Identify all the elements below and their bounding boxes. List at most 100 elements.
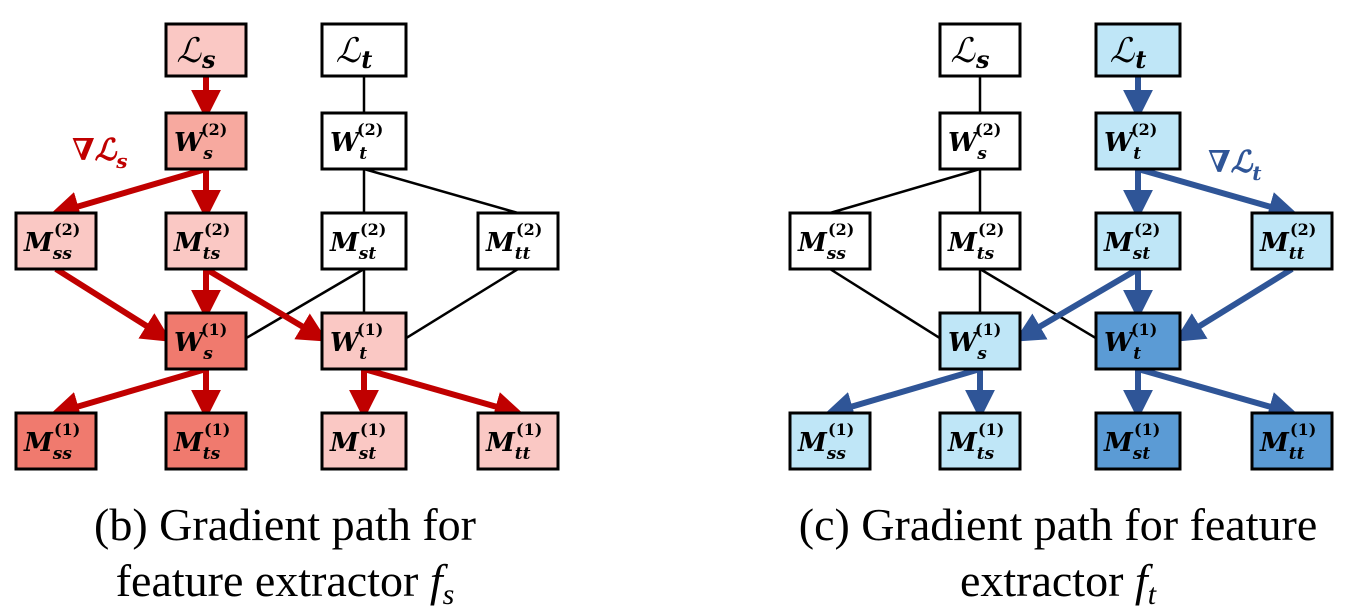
node-label: ℒs (950, 31, 990, 74)
node-label: Ws (948, 328, 987, 364)
node-box (1094, 22, 1182, 78)
node-label: Mtt (1259, 228, 1305, 264)
node-label: ℒs (176, 31, 216, 74)
node-superscript: (2) (360, 220, 386, 239)
node-label: Mtt (485, 228, 531, 264)
node-superscript: (1) (201, 320, 227, 339)
node-box (164, 311, 248, 371)
node-superscript: (1) (978, 420, 1004, 439)
node-label: Mts (173, 228, 221, 264)
node-w1-t: Wt(1) (1094, 311, 1182, 371)
node-superscript: (1) (357, 320, 383, 339)
node-superscript: (2) (204, 220, 230, 239)
node-box (938, 22, 1022, 78)
node-m2-ss: Mss(2) (788, 211, 872, 271)
node-superscript: (2) (516, 220, 542, 239)
node-superscript: (2) (978, 220, 1004, 239)
gradient-arrow-m2_ts-to-w1_t (204, 266, 328, 342)
node-box (164, 211, 248, 271)
node-box (320, 111, 408, 171)
node-m1-tt: Mtt(1) (1250, 411, 1334, 471)
node-box (164, 111, 248, 171)
node-label: Mts (947, 428, 995, 464)
node-label: Mst (329, 428, 376, 464)
node-box (1094, 111, 1182, 171)
gradient-arrow-w2_t-to-m2_tt (1137, 166, 1299, 222)
node-label: Mtt (485, 428, 531, 464)
node-label: ℒt (336, 31, 373, 74)
node-m2-st: Mst(2) (1094, 211, 1182, 271)
node-superscript: (2) (828, 220, 854, 239)
node-m1-ss: Mss(1) (14, 411, 98, 471)
node-box (938, 411, 1022, 471)
node-label: Wt (330, 328, 367, 364)
node-label: Mts (173, 428, 221, 464)
node-m1-ts: Mts(1) (938, 411, 1022, 471)
node-m2-tt: Mtt(2) (1250, 211, 1334, 271)
node-superscript: (2) (975, 120, 1001, 139)
node-box (320, 411, 408, 471)
node-superscript: (1) (516, 420, 542, 439)
node-box (1094, 411, 1182, 471)
node-label: Mss (797, 428, 846, 464)
node-label: Mst (1103, 228, 1150, 264)
node-label: Mss (797, 228, 846, 264)
node-w1-s: Ws(1) (164, 311, 248, 371)
node-box (320, 311, 408, 371)
node-box (788, 411, 872, 471)
node-box (14, 411, 98, 471)
node-superscript: (2) (1290, 220, 1316, 239)
node-label: Wt (330, 128, 367, 164)
edge-m2_st-to-w1_s (245, 267, 365, 340)
gradient-arrow-w2_s-to-m2_ss (49, 166, 207, 221)
edge-w2_t-to-m2_tt (363, 167, 519, 215)
node-m1-ss: Mss(1) (788, 411, 872, 471)
node-box (164, 411, 248, 471)
edge-m2_tt-to-w1_t (405, 267, 519, 340)
node-label: Mst (329, 228, 376, 264)
panel-b-caption-line1: (b) Gradient path for (94, 499, 476, 550)
node-box (320, 22, 408, 78)
node-box (938, 211, 1022, 271)
node-w2-s: Ws(2) (938, 111, 1022, 171)
node-box (14, 211, 98, 271)
edge-m2_ts-to-w1_t (979, 267, 1097, 340)
gradient-arrow-w1_s-to-m1_ss (49, 366, 207, 421)
node-m1-st: Mst(1) (1094, 411, 1182, 471)
node-superscript: (1) (1131, 320, 1157, 339)
node-w2-t: Wt(2) (320, 111, 408, 171)
node-box (788, 211, 872, 271)
node-box (476, 411, 560, 471)
node-superscript: (1) (54, 420, 80, 439)
node-loss-t: ℒt (320, 22, 408, 78)
node-superscript: (2) (1131, 120, 1157, 139)
node-box (1094, 311, 1182, 371)
node-w1-t: Wt(1) (320, 311, 408, 371)
node-label: Mst (1103, 428, 1150, 464)
node-label: Mtt (1259, 428, 1305, 464)
node-loss-s: ℒs (164, 22, 248, 78)
node-box (1094, 211, 1182, 271)
node-label: Wt (1104, 328, 1141, 364)
node-box (1250, 411, 1334, 471)
node-m1-tt: Mtt(1) (476, 411, 560, 471)
node-label: Ws (948, 128, 987, 164)
node-label: ℒt (1110, 31, 1147, 74)
panel-b-edges (49, 76, 525, 422)
gradient-arrow-w1_t-to-m1_tt (1137, 366, 1299, 422)
node-m2-ss: Mss(2) (14, 211, 98, 271)
node-label: Ws (174, 128, 213, 164)
node-label: Mss (23, 428, 72, 464)
node-w2-t: Wt(2) (1094, 111, 1182, 171)
node-label: Ws (174, 328, 213, 364)
panel-c-caption-line2: extractor ft (960, 555, 1157, 611)
node-box (476, 211, 560, 271)
node-loss-t: ℒt (1094, 22, 1182, 78)
panel-b-gradient-label: ∇ℒs (72, 133, 127, 173)
gradient-arrow-w1_s-to-m1_ss (823, 366, 981, 421)
